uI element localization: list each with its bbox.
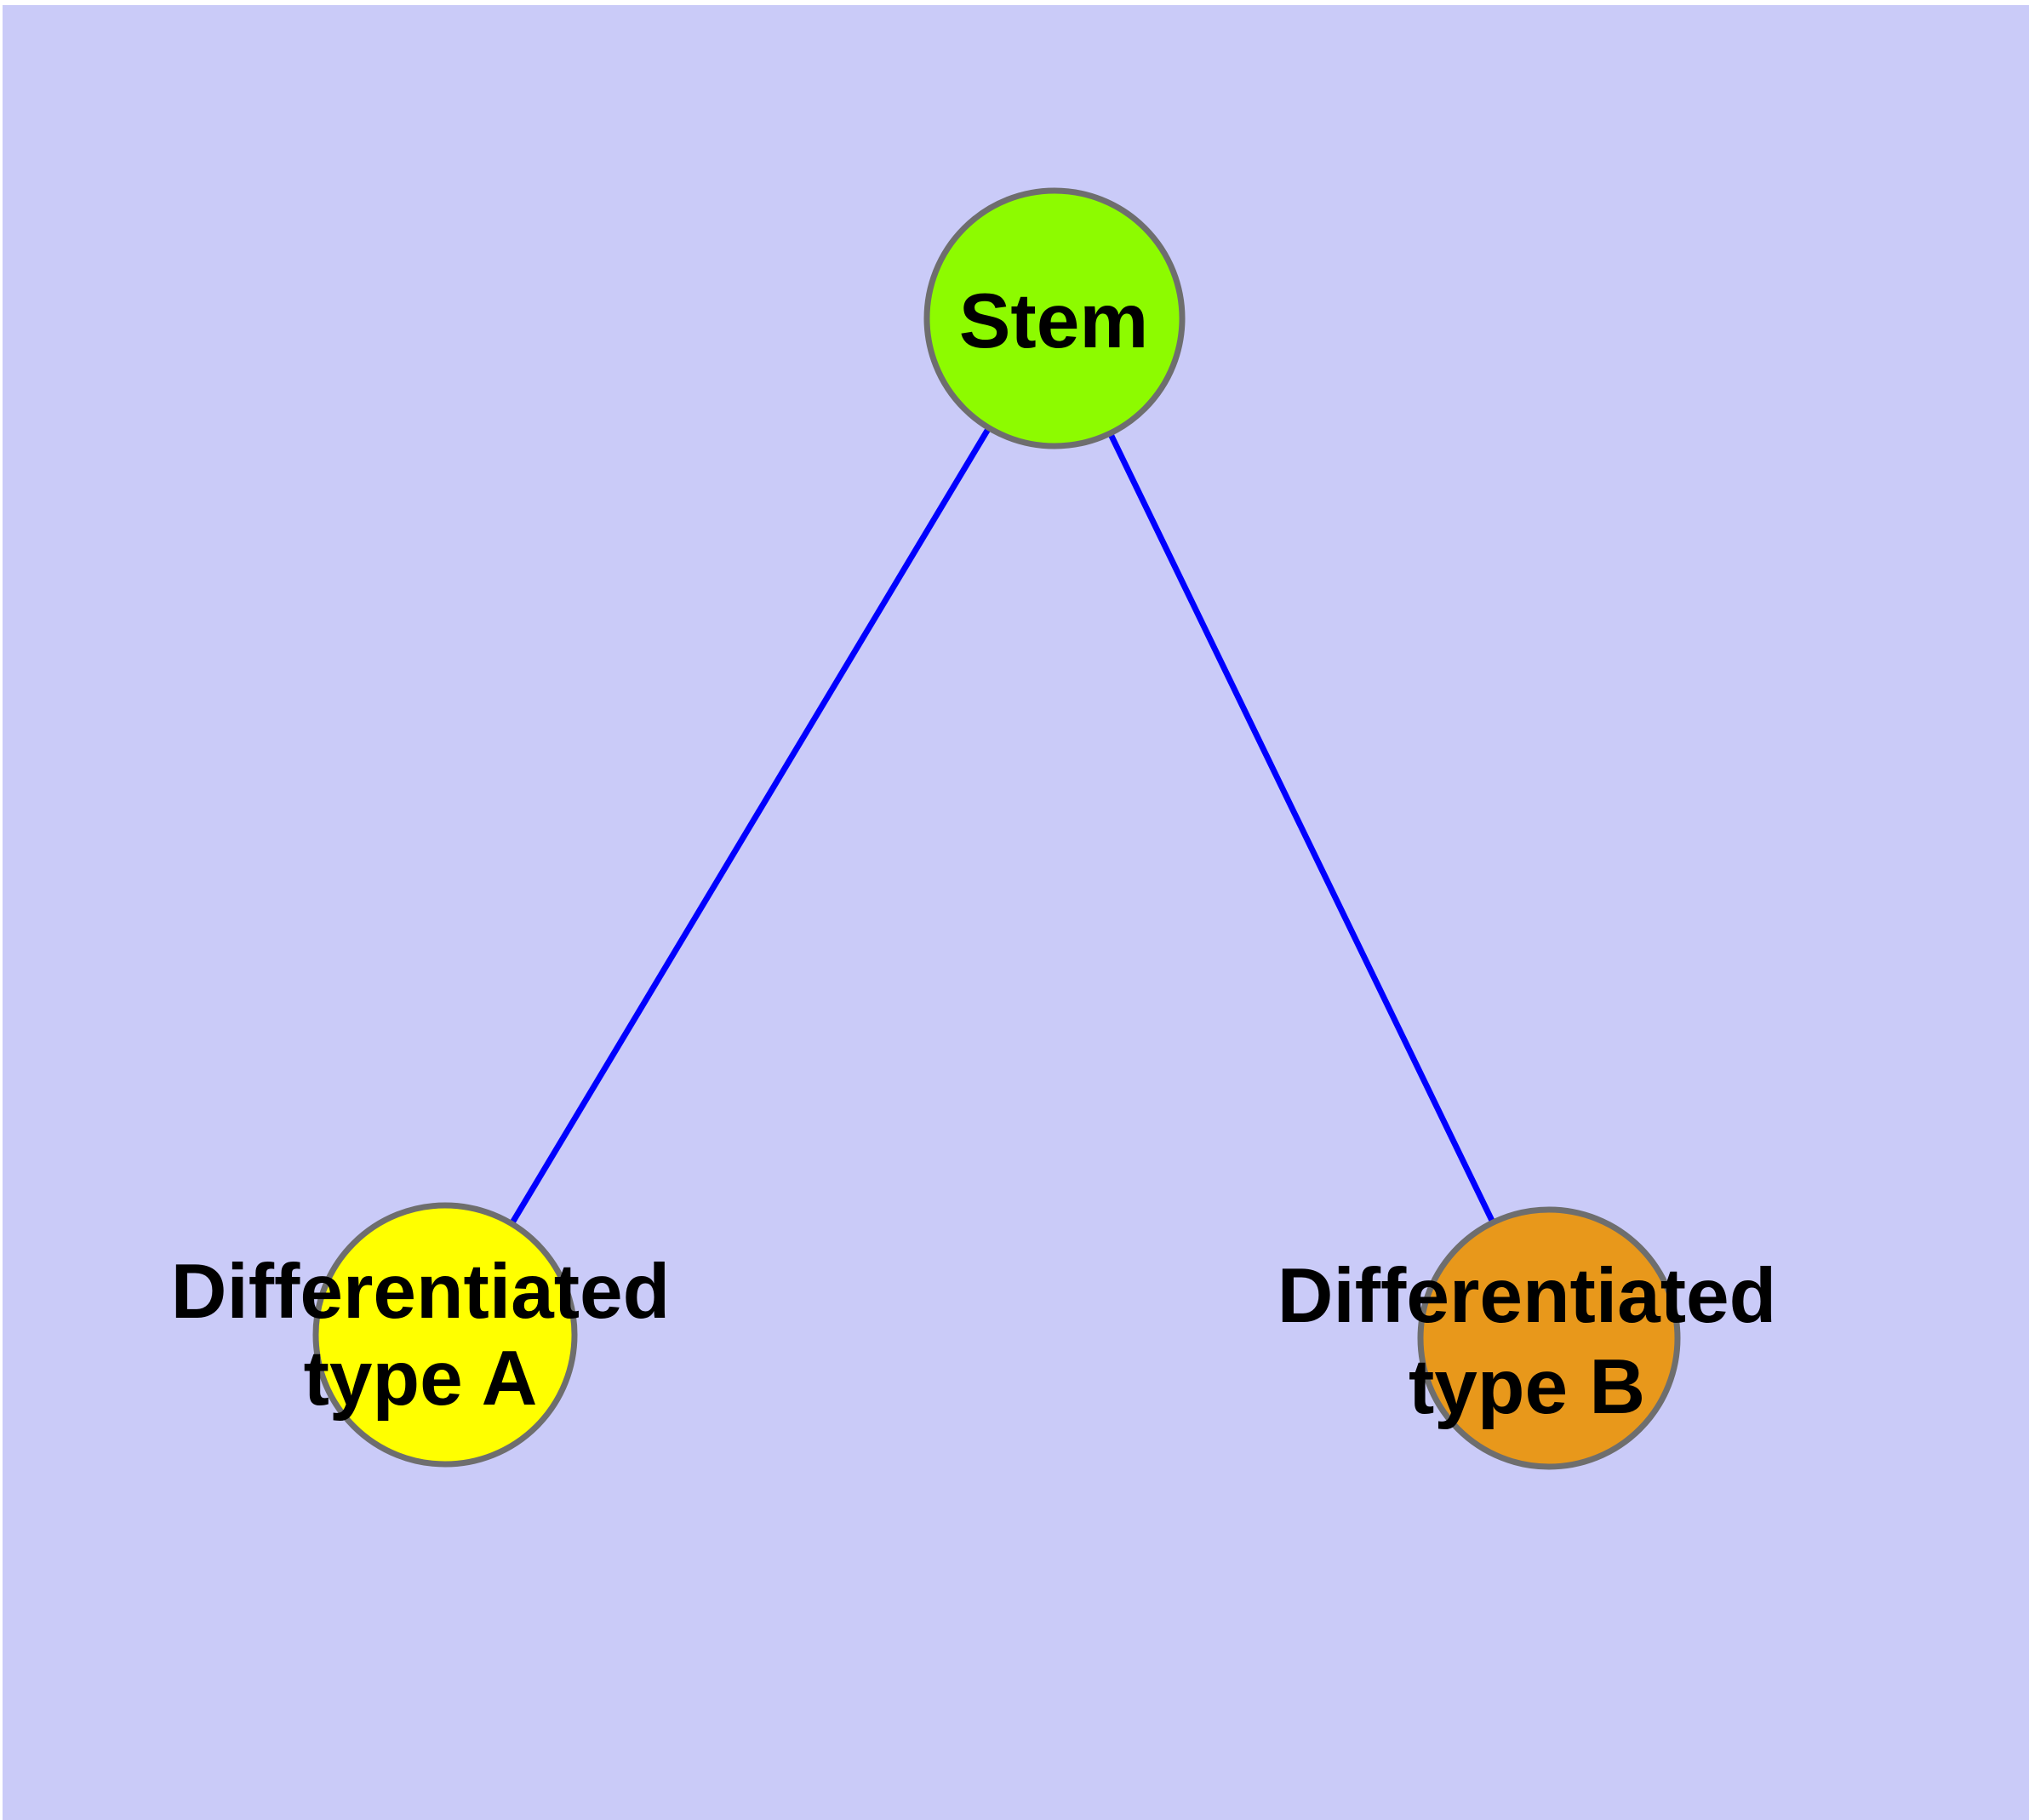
edge-stem-to-type-a	[442, 317, 1058, 1336]
differentiated-type-b-label-line2: type B	[1409, 1344, 1645, 1430]
stem-node-label: Stem	[959, 278, 1149, 364]
differentiated-type-b-label-line1: Differentiated	[1277, 1253, 1777, 1339]
stem-node	[923, 187, 1186, 449]
edge-stem-to-type-b	[1051, 317, 1552, 1340]
differentiated-type-a-node	[312, 1202, 578, 1468]
differentiated-type-a-label-line2: type A	[304, 1336, 538, 1422]
differentiated-type-b-node	[1417, 1206, 1681, 1470]
differentiated-type-a-label-line1: Differentiated	[171, 1249, 671, 1335]
